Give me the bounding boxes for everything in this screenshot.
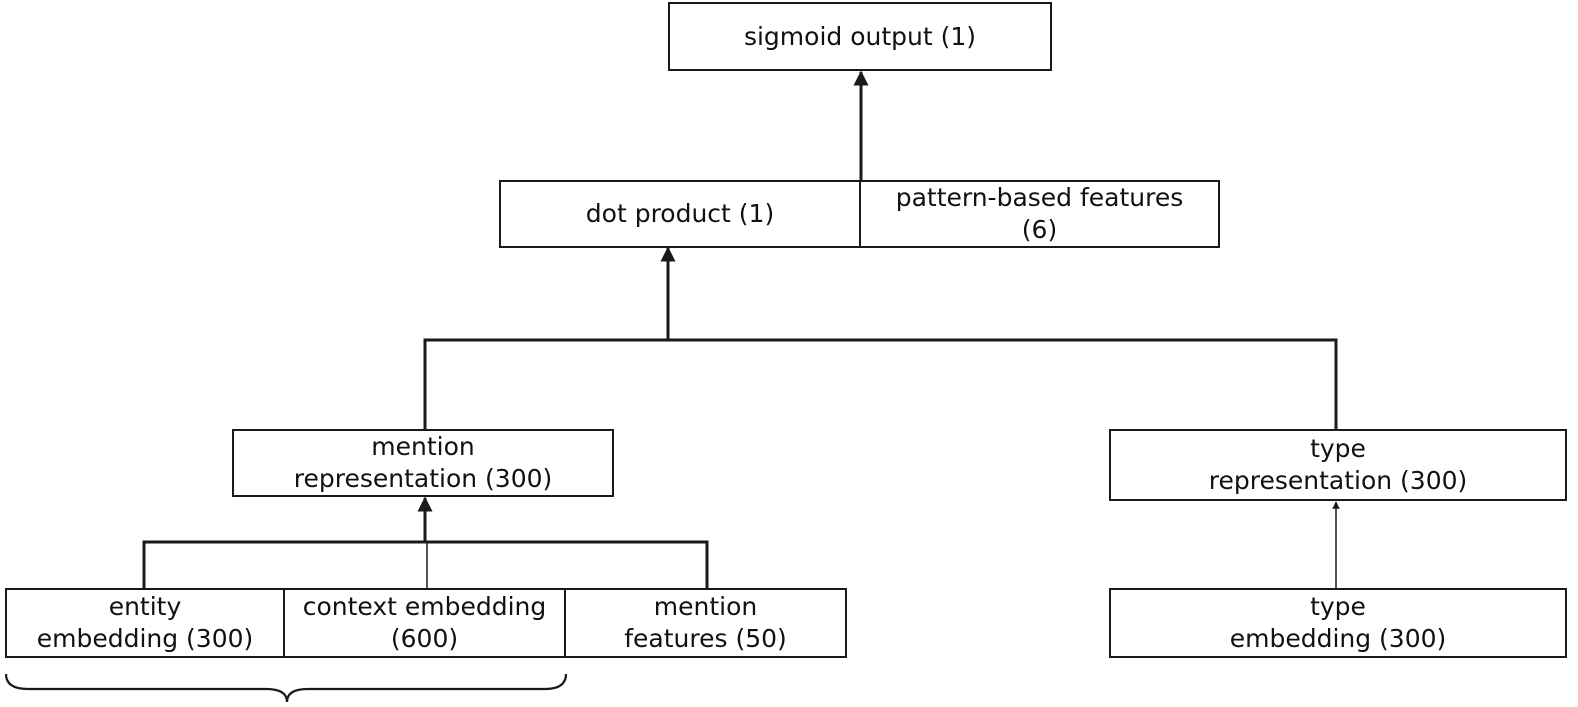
pattern-features-node: pattern-based features (6) (861, 182, 1218, 246)
type-representation-node: type representation (300) (1109, 429, 1567, 501)
entity-embedding-label: entity embedding (300) (36, 592, 254, 653)
pattern-features-label: pattern-based features (6) (895, 183, 1184, 244)
sigmoid-output-node: sigmoid output (1) (668, 2, 1052, 71)
dot-product-label: dot product (1) (585, 199, 775, 228)
entity-embedding-node: entity embedding (300) (7, 590, 285, 656)
type-embedding-node: type embedding (300) (1109, 588, 1567, 658)
context-embedding-label: context embedding (600) (302, 592, 547, 653)
curly-brace (4, 673, 568, 703)
type-embedding-label: type embedding (300) (1229, 592, 1447, 653)
input-embeddings-row: entity embedding (300) context embedding… (5, 588, 847, 658)
mention-representation-node: mention representation (300) (232, 429, 614, 497)
dot-product-node: dot product (1) (501, 182, 861, 246)
type-representation-label: type representation (300) (1208, 434, 1468, 495)
sigmoid-output-label: sigmoid output (1) (743, 21, 977, 51)
edge-reps-merge (423, 338, 1338, 430)
context-embedding-node: context embedding (600) (285, 590, 566, 656)
mention-features-node: mention features (50) (566, 590, 845, 656)
dot-product-row: dot product (1) pattern-based features (… (499, 180, 1220, 248)
mention-features-label: mention features (50) (624, 592, 787, 653)
mention-representation-label: mention representation (300) (293, 432, 553, 493)
edge-embeddings-merge (142, 540, 709, 589)
